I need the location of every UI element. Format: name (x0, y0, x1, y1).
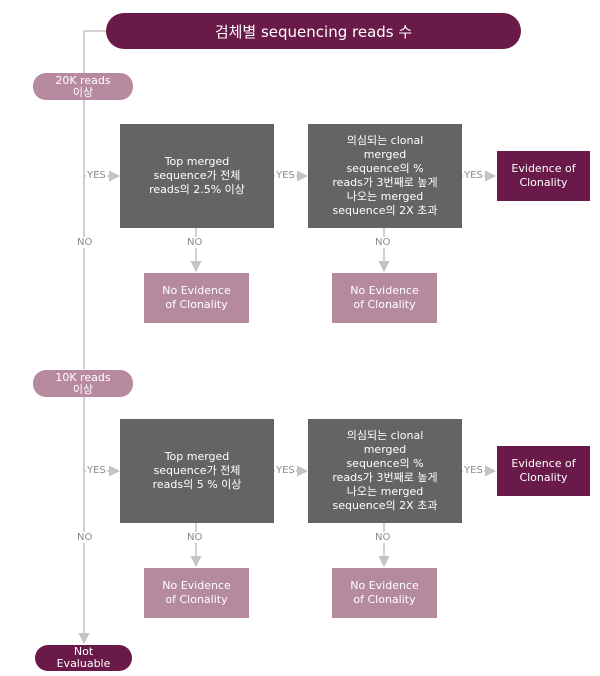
s2-spine-no-label: NO (76, 532, 94, 543)
evidence-of-clonality-s2: Evidence of Clonality (497, 446, 590, 496)
no-evidence-s2-a: No Evidence of Clonality (144, 568, 249, 618)
decision-top-merged-2-5pct: Top merged sequence가 전체 reads의 2.5% 이상 (120, 124, 274, 228)
s2-yes-label-1: YES (86, 465, 107, 476)
title-to-spine-connector (83, 30, 106, 73)
no-evidence-s2-b: No Evidence of Clonality (332, 568, 437, 618)
s1-yes-label-2: YES (275, 170, 296, 181)
flowchart-title: 검체별 sequencing reads 수 (106, 13, 521, 49)
decision-top-merged-5pct: Top merged sequence가 전체 reads의 5 % 이상 (120, 419, 274, 523)
threshold-20k-node: 20K reads 이상 (33, 73, 133, 100)
s2-yes-label-2: YES (275, 465, 296, 476)
s2-no-label-2: NO (374, 532, 392, 543)
decision-clonal-2x-s1: 의심되는 clonal merged sequence의 % reads가 3번… (308, 124, 462, 228)
no-evidence-s1-a: No Evidence of Clonality (144, 273, 249, 323)
s1-no-label-1: NO (186, 237, 204, 248)
s1-no-label-2: NO (374, 237, 392, 248)
threshold-10k-node: 10K reads 이상 (33, 370, 133, 397)
evidence-of-clonality-s1: Evidence of Clonality (497, 151, 590, 201)
s1-yes-label-1: YES (86, 170, 107, 181)
s2-yes-label-3: YES (463, 465, 484, 476)
s2-no-label-1: NO (186, 532, 204, 543)
decision-clonal-2x-s2: 의심되는 clonal merged sequence의 % reads가 3번… (308, 419, 462, 523)
no-evidence-s1-b: No Evidence of Clonality (332, 273, 437, 323)
not-evaluable-node: Not Evaluable (35, 645, 132, 671)
s1-yes-label-3: YES (463, 170, 484, 181)
s1-spine-no-label: NO (76, 237, 94, 248)
